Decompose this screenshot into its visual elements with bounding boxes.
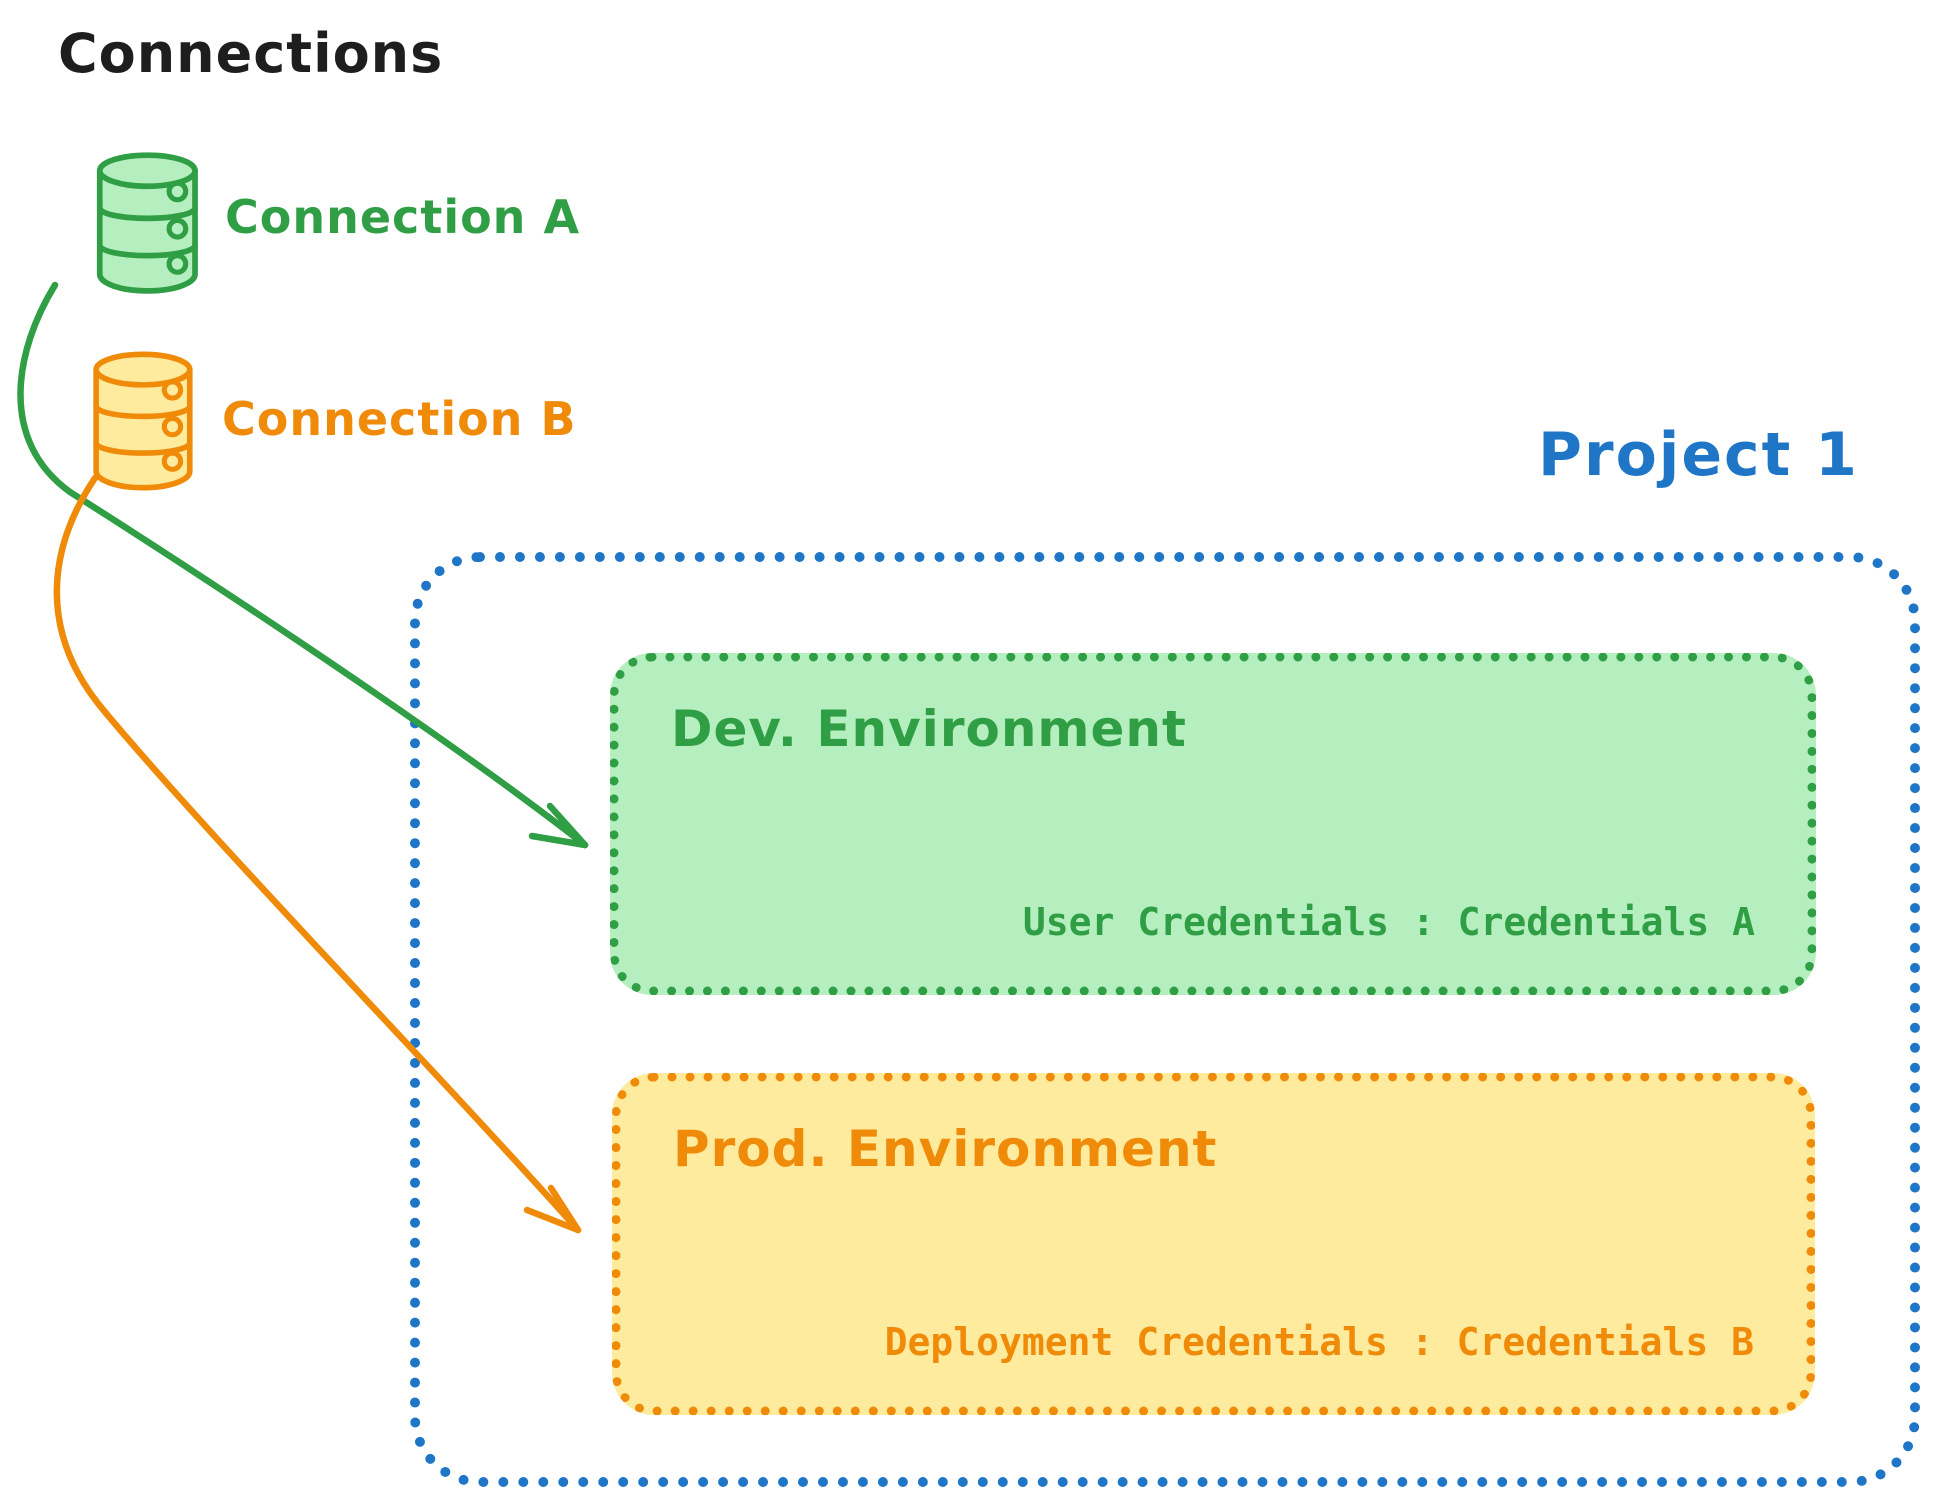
project-label: Project 1 [1538,420,1859,490]
dev-environment-credentials: User Credentials : Credentials A [1022,900,1755,944]
dev-environment-title: Dev. Environment [671,700,1187,758]
prod-environment-title: Prod. Environment [673,1120,1218,1178]
connection-a-label: Connection A [225,190,581,244]
database-icon [93,351,193,491]
connection-b-label: Connection B [222,392,577,446]
prod-environment-box: Prod. Environment Deployment Credentials… [612,1073,1815,1415]
prod-environment-credentials: Deployment Credentials : Credentials B [884,1320,1754,1364]
dev-environment-box: Dev. Environment User Credentials : Cred… [610,653,1816,995]
page-title: Connections [58,22,444,85]
database-icon [96,152,198,294]
